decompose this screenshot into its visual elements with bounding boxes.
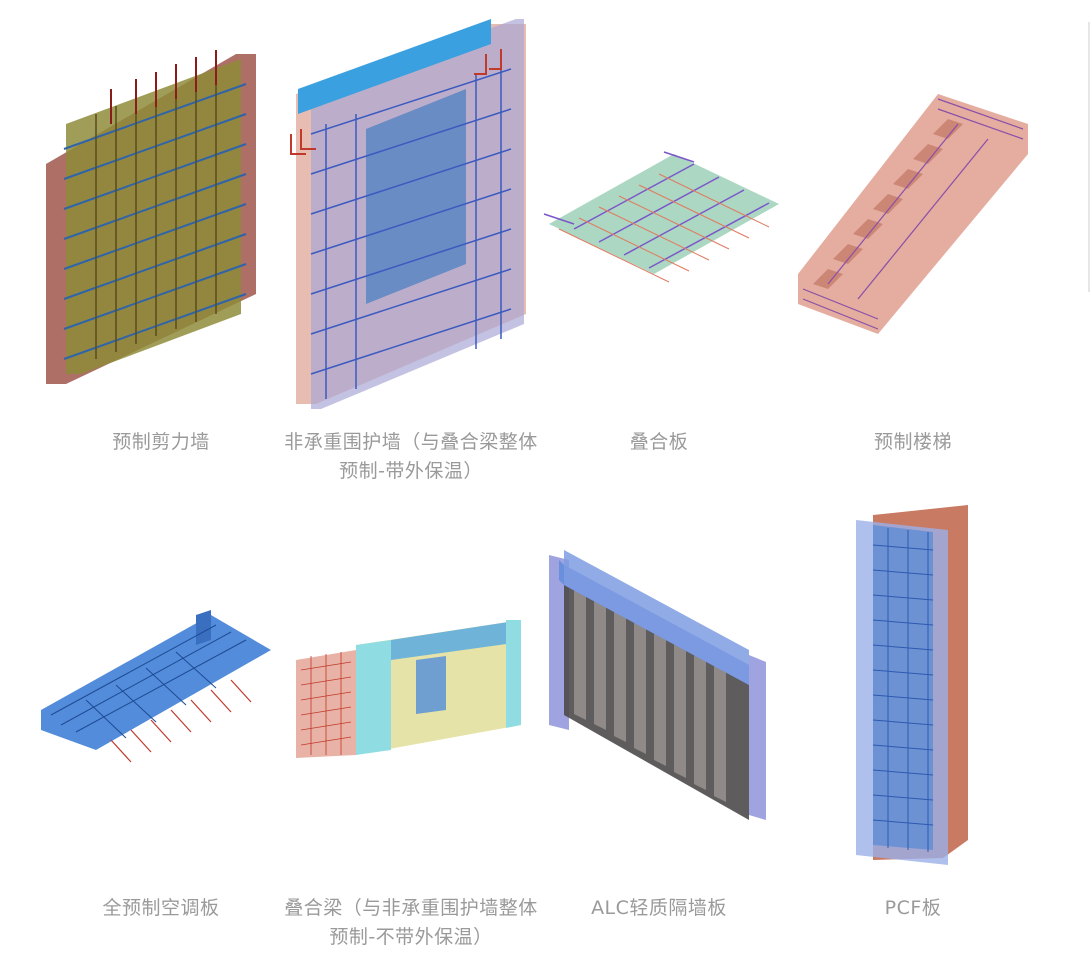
alc-panel-image — [549, 550, 766, 820]
caption: 预制楼梯 — [873, 431, 952, 453]
shear-wall-image — [46, 50, 256, 384]
caption: 叠合板 — [629, 431, 689, 453]
pcf-panel-image — [856, 505, 968, 865]
caption: 非承重围护墙（与叠合梁整体预制-带外保温） — [284, 431, 538, 482]
caption: 全预制空调板 — [102, 897, 220, 919]
caption: ALC轻质隔墙板 — [591, 897, 727, 919]
caption: PCF板 — [884, 897, 942, 919]
precast-stair-image — [798, 94, 1028, 334]
caption: 叠合梁（与非承重围护墙整体预制-不带外保温） — [284, 897, 538, 948]
enclosure-wall-image — [290, 19, 526, 409]
caption: 预制剪力墙 — [112, 431, 210, 453]
composite-slab-image — [543, 151, 779, 283]
ac-slab-image — [41, 610, 271, 763]
scrollbar[interactable] — [1088, 22, 1090, 292]
composite-beam-image — [296, 620, 521, 758]
